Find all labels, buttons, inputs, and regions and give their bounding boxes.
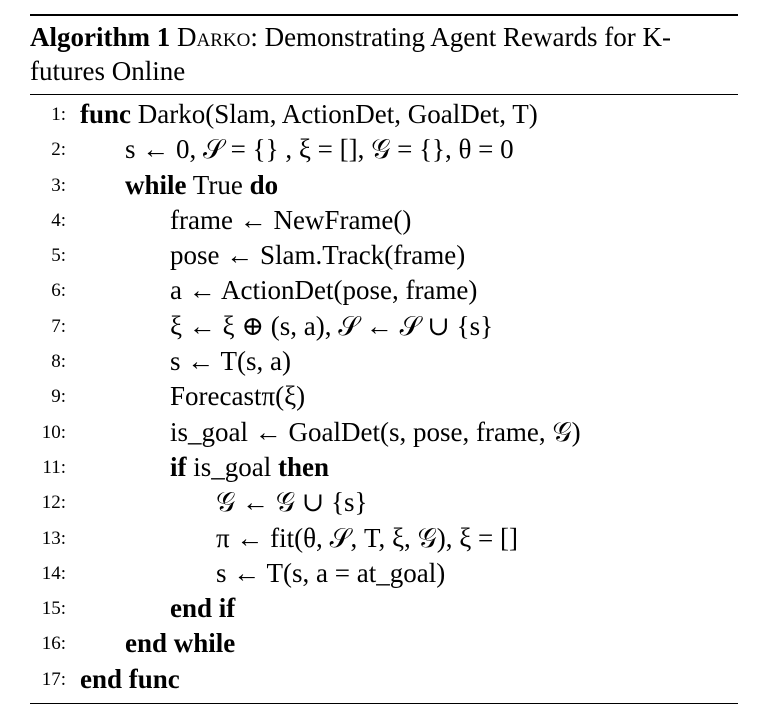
line-number: 13: [41,527,66,549]
algorithm-line: 16: end while [30,626,738,661]
line-code: frame ← NewFrame() [170,204,412,235]
line-number: 16: [41,633,66,655]
line-number: 10: [41,421,66,443]
line-number: 9: [51,386,66,408]
line-number: 11: [42,456,66,478]
caption-rule [30,94,738,95]
line-number: 8: [51,351,66,373]
algorithm-label: Algorithm 1 [30,22,171,52]
line-code: end if [170,593,236,624]
line-number: 1: [51,104,66,125]
line-code: end func [80,663,180,694]
line-number: 2: [51,139,66,161]
algorithm-line: 4: frame ← NewFrame() [30,203,738,238]
line-number: 17: [41,668,66,690]
algorithm-line: 15: end if [30,591,738,626]
line-code: a ← ActionDet(pose, frame) [170,275,478,306]
algorithm-line: 2: s ← 0, 𝒮 = {} , ξ = [], 𝒢 = {}, θ = 0 [30,132,738,167]
line-code: 𝒢 ← 𝒢 ∪ {s} [216,487,368,518]
line-number: 7: [51,315,66,337]
algorithm-line: 17: end func [30,662,738,697]
line-code: while True do [125,169,279,200]
line-number: 15: [41,598,66,620]
algorithm-line: 13: π ← fit(θ, 𝒮, T, ξ, 𝒢), ξ = [] [30,521,738,556]
line-code: Forecastπ(ξ) [170,381,306,412]
algorithm-line: 14: s ← T(s, a = at_goal) [30,556,738,591]
line-number: 6: [51,280,66,302]
algorithm-line: 6: a ← ActionDet(pose, frame) [30,273,738,308]
line-code: s ← T(s, a) [170,346,292,377]
algorithm-name: Darko [176,22,251,52]
line-code: func Darko(Slam, ActionDet, GoalDet, T) [80,99,538,129]
top-rule [30,14,738,16]
algorithm-line: 1: func Darko(Slam, ActionDet, GoalDet, … [30,97,738,132]
line-number: 5: [51,245,66,267]
bottom-rule [30,703,738,705]
line-code: ξ ← ξ ⊕ (s, a), 𝒮 ← 𝒮 ∪ {s} [170,310,494,341]
algorithm-title: : Demonstrating Agent Rewards for K-futu… [30,22,671,86]
algorithm-caption: Algorithm 1 Darko: Demonstrating Agent R… [30,16,738,94]
algorithm-line: 12: 𝒢 ← 𝒢 ∪ {s} [30,485,738,520]
algorithm-line: 9: Forecastπ(ξ) [30,379,738,414]
line-code: s ← 0, 𝒮 = {} , ξ = [], 𝒢 = {}, θ = 0 [125,134,514,165]
line-code: pose ← Slam.Track(frame) [170,240,466,271]
algorithm-line: 7: ξ ← ξ ⊕ (s, a), 𝒮 ← 𝒮 ∪ {s} [30,309,738,344]
algorithm-line: 5: pose ← Slam.Track(frame) [30,238,738,273]
algorithm-lines: 1: func Darko(Slam, ActionDet, GoalDet, … [30,95,738,697]
line-number: 3: [51,174,66,196]
line-code: is_goal ← GoalDet(s, pose, frame, 𝒢) [170,416,581,447]
line-code: π ← fit(θ, 𝒮, T, ξ, 𝒢), ξ = [] [216,522,518,553]
algorithm-line: 11: if is_goal then [30,450,738,485]
algorithm-line: 10: is_goal ← GoalDet(s, pose, frame, 𝒢) [30,415,738,450]
line-number: 14: [41,562,66,584]
line-code: end while [125,628,236,659]
algorithm-block: Algorithm 1 Darko: Demonstrating Agent R… [30,14,738,705]
line-number: 4: [51,209,66,231]
line-number: 12: [41,492,66,514]
algorithm-line: 8: s ← T(s, a) [30,344,738,379]
algorithm-line: 3: while True do [30,168,738,203]
line-code: if is_goal then [170,451,330,482]
line-code: s ← T(s, a = at_goal) [216,557,446,588]
